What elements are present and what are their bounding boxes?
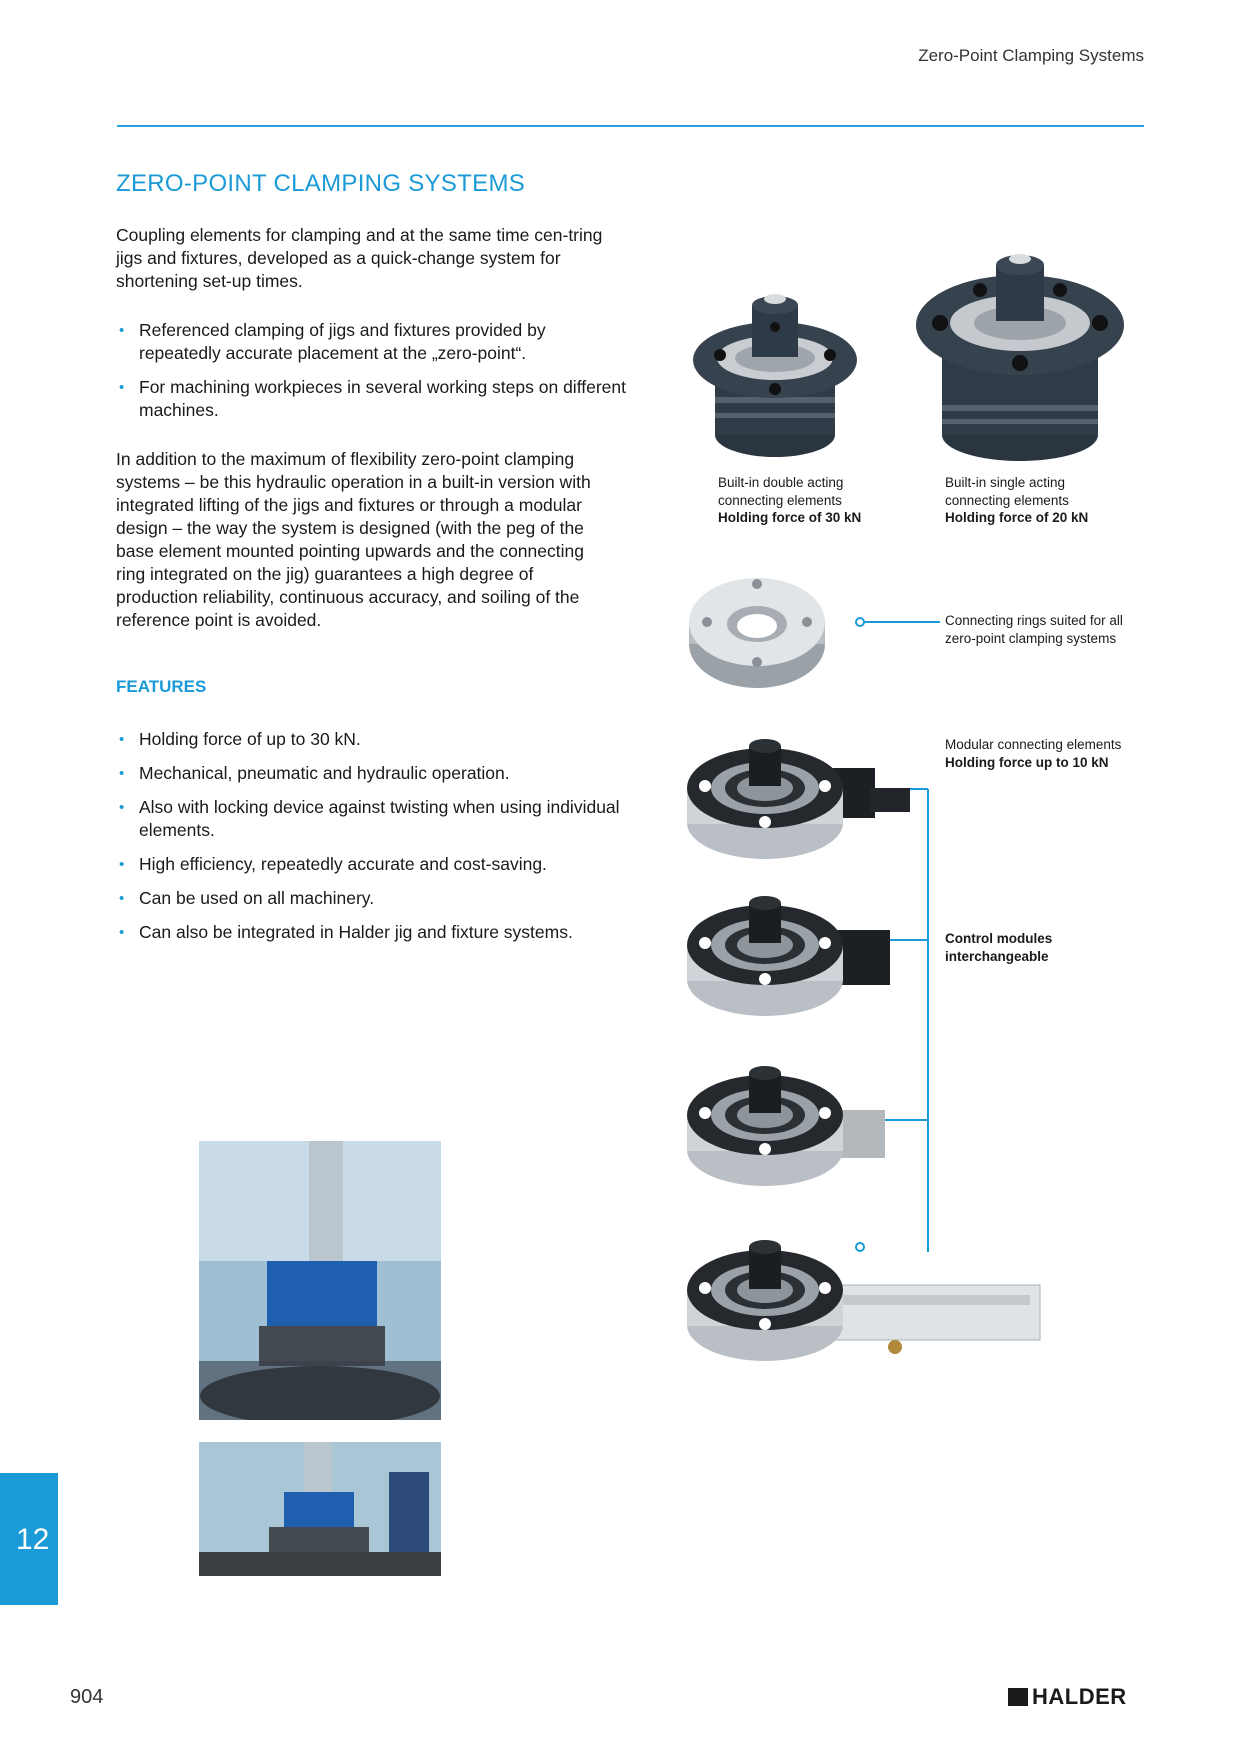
double-acting-caption: Built-in double acting connecting elemen… bbox=[718, 475, 862, 525]
bullet-icon: • bbox=[119, 856, 125, 873]
modular-element-cylinder-image bbox=[687, 1240, 1041, 1361]
page-title: ZERO-POINT CLAMPING SYSTEMS bbox=[116, 170, 526, 197]
bullet-icon: • bbox=[119, 890, 125, 907]
features-list: •Holding force of up to 30 kN. •Mechanic… bbox=[116, 728, 626, 955]
modular-element-mechanical-image bbox=[687, 739, 910, 859]
machine-photo-2 bbox=[199, 1442, 441, 1576]
connecting-ring-image bbox=[689, 578, 825, 688]
bullet-icon: • bbox=[119, 322, 125, 339]
list-item: •Can also be integrated in Halder jig an… bbox=[119, 922, 573, 942]
bullet-icon: • bbox=[119, 731, 125, 748]
bullet-icon: • bbox=[119, 765, 125, 782]
list-item: •High efficiency, repeatedly accurate an… bbox=[119, 854, 547, 874]
control-modules-caption: Control modules interchangeable bbox=[945, 931, 1053, 964]
modular-element-hydraulic-image bbox=[687, 1066, 885, 1186]
halder-logo-mark-icon bbox=[1008, 1688, 1028, 1706]
halder-logo: HALDER bbox=[1008, 1684, 1142, 1710]
list-item: •Referenced clamping of jigs and fixture… bbox=[119, 320, 546, 363]
page-number: 904 bbox=[70, 1686, 104, 1708]
running-header: Zero-Point Clamping Systems bbox=[918, 46, 1144, 65]
single-acting-element-image bbox=[916, 254, 1124, 461]
chapter-tab: 12 bbox=[0, 1473, 58, 1605]
bullet-icon: • bbox=[119, 379, 125, 396]
rings-caption: Connecting rings suited for all zero-poi… bbox=[945, 613, 1123, 646]
header-rule bbox=[117, 125, 1144, 127]
modular-element-pneumatic-image bbox=[687, 896, 890, 1016]
double-acting-element-image bbox=[693, 294, 857, 457]
features-heading: FEATURES bbox=[116, 677, 207, 696]
intro-bullet-list: •Referenced clamping of jigs and fixture… bbox=[116, 319, 626, 433]
intro-paragraph: Coupling elements for clamping and at th… bbox=[116, 225, 603, 291]
modular-caption: Modular connecting elements Holding forc… bbox=[945, 737, 1122, 770]
list-item: •Also with locking device against twisti… bbox=[119, 797, 620, 840]
machine-photo-1 bbox=[199, 1141, 441, 1420]
single-acting-caption: Built-in single acting connecting elemen… bbox=[945, 475, 1089, 525]
list-item: •Can be used on all machinery. bbox=[119, 888, 375, 908]
description-paragraph: In addition to the maximum of flexibilit… bbox=[116, 449, 591, 630]
list-item: •For machining workpieces in several wor… bbox=[119, 377, 626, 420]
bullet-icon: • bbox=[119, 799, 125, 816]
list-item: •Mechanical, pneumatic and hydraulic ope… bbox=[119, 763, 510, 783]
list-item: •Holding force of up to 30 kN. bbox=[119, 729, 361, 749]
bullet-icon: • bbox=[119, 924, 125, 941]
